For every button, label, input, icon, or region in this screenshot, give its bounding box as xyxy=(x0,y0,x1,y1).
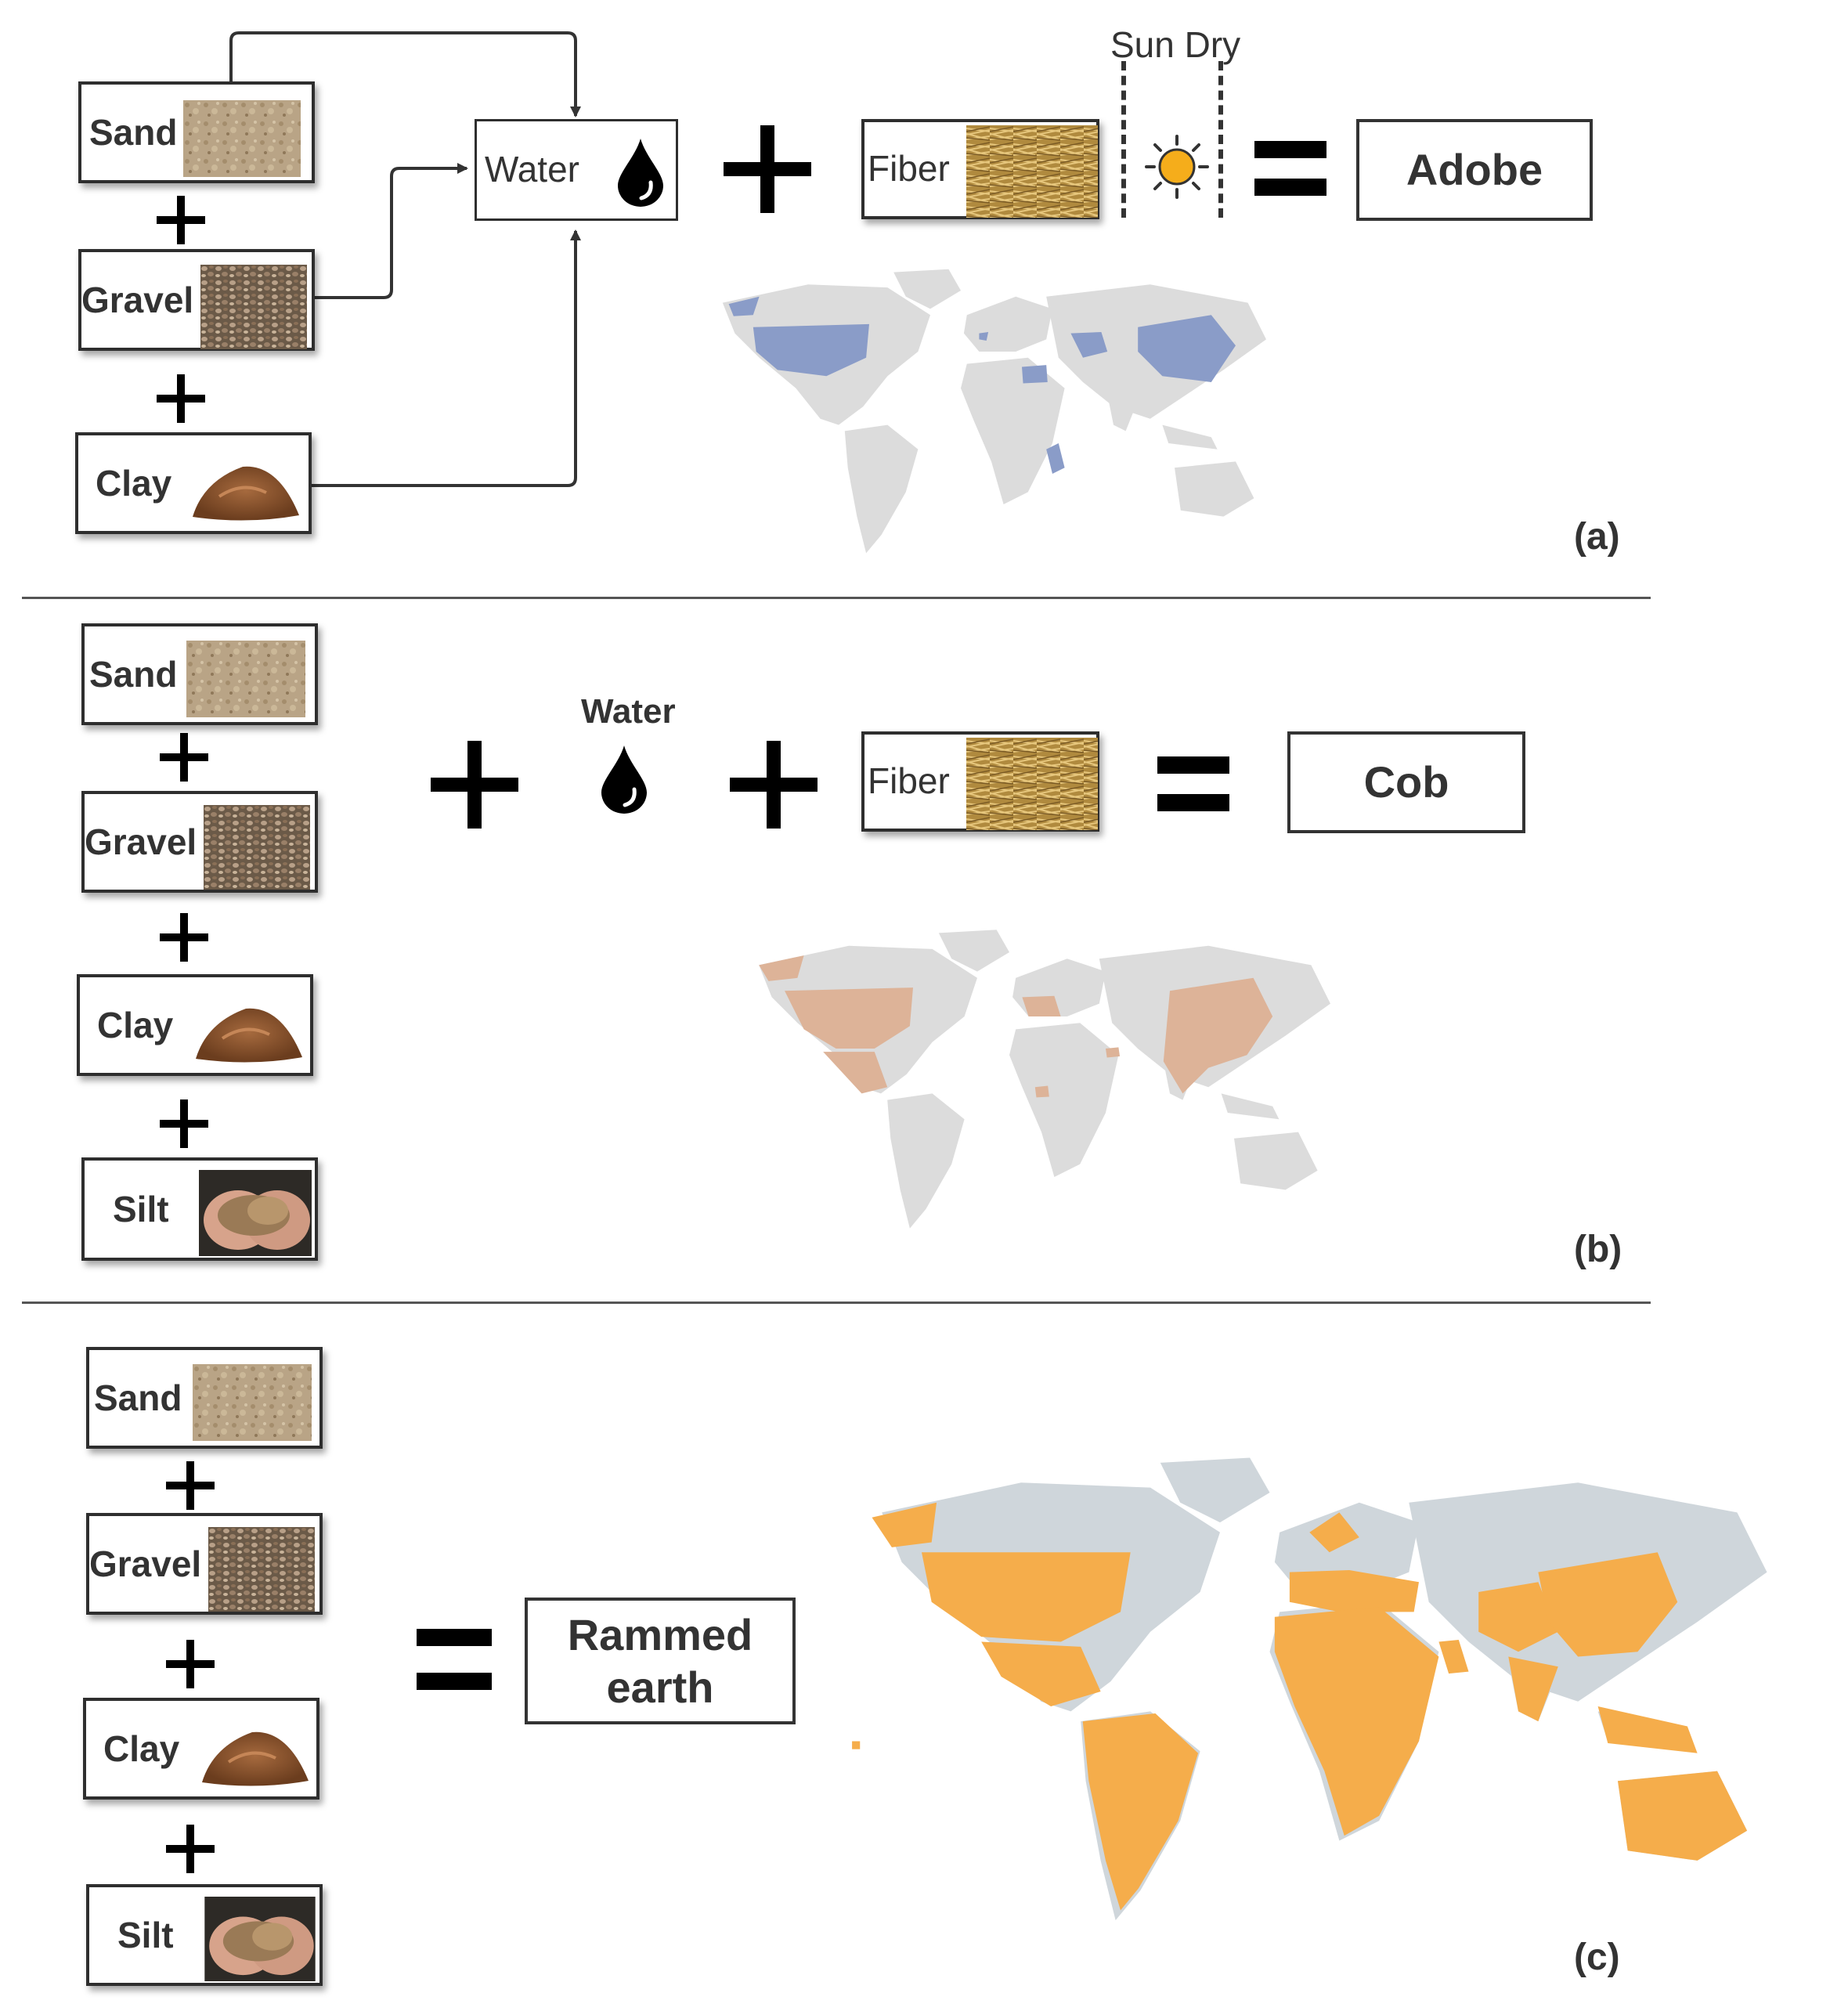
sun-icon xyxy=(1145,135,1209,199)
plus-icon xyxy=(160,913,208,962)
gravel-label: Gravel xyxy=(85,821,197,862)
sand-box-a: Sand xyxy=(78,81,315,183)
fiber-label: Fiber xyxy=(868,148,950,189)
panel-divider xyxy=(22,597,1651,599)
sun-dry-bracket-left xyxy=(1121,61,1126,218)
clay-pile xyxy=(188,449,305,525)
clay-pile xyxy=(191,991,309,1067)
water-drop-icon xyxy=(618,139,663,207)
plus-icon xyxy=(160,733,208,782)
world-map-c xyxy=(852,1441,1817,1942)
sand-label: Sand xyxy=(89,112,178,153)
sand-texture xyxy=(193,1364,312,1441)
sand-texture xyxy=(183,100,301,177)
clay-box-a: Clay xyxy=(75,432,312,534)
panel-divider xyxy=(22,1302,1651,1304)
equals-icon xyxy=(1254,141,1326,196)
fiber-box-b: Fiber xyxy=(861,731,1099,832)
result-rammed-line1: Rammed xyxy=(567,1609,753,1659)
plus-icon xyxy=(166,1825,215,1873)
gravel-label: Gravel xyxy=(81,280,194,320)
result-cob: Cob xyxy=(1287,731,1525,833)
clay-pile xyxy=(197,1715,315,1790)
world-map-b xyxy=(759,908,1363,1253)
panel-label-c: (c) xyxy=(1574,1937,1620,1978)
sun-dry-label: Sun Dry xyxy=(1110,24,1241,65)
panel-label-b: (b) xyxy=(1574,1229,1622,1270)
gravel-box-a: Gravel xyxy=(78,249,315,351)
water-box-a: Water xyxy=(475,119,678,221)
fiber-texture xyxy=(966,738,1098,830)
plus-icon xyxy=(166,1640,215,1688)
clay-label: Clay xyxy=(96,463,172,504)
fiber-box-a: Fiber xyxy=(861,119,1099,219)
clay-label: Clay xyxy=(103,1728,180,1769)
highlighted-countries-b xyxy=(759,955,1273,1098)
gravel-label: Gravel xyxy=(89,1543,202,1584)
silt-hands-image xyxy=(204,1897,316,1981)
silt-box-c: Silt xyxy=(86,1884,323,1986)
water-label: Water xyxy=(485,149,579,190)
sand-texture xyxy=(186,641,305,717)
silt-hands-image xyxy=(199,1170,312,1256)
world-map-a xyxy=(686,252,1297,573)
highlighted-countries-c xyxy=(852,1502,1748,1911)
fiber-texture xyxy=(966,125,1098,218)
gravel-texture xyxy=(204,805,310,890)
silt-box-b: Silt xyxy=(81,1157,318,1261)
equals-icon xyxy=(417,1629,492,1690)
gravel-texture xyxy=(200,265,307,349)
result-rammed-earth: Rammed earth xyxy=(525,1598,796,1724)
silt-label: Silt xyxy=(113,1189,169,1229)
water-drop-icon xyxy=(601,746,647,814)
result-rammed-line2: earth xyxy=(606,1663,714,1712)
gravel-box-c: Gravel xyxy=(86,1513,323,1615)
clay-label: Clay xyxy=(97,1005,174,1045)
plus-icon xyxy=(160,1099,208,1148)
plus-icon xyxy=(157,374,205,423)
gravel-texture xyxy=(208,1527,315,1612)
sand-box-c: Sand xyxy=(86,1347,323,1449)
sand-label: Sand xyxy=(89,654,178,695)
result-adobe: Adobe xyxy=(1356,119,1593,221)
plus-icon xyxy=(157,196,205,244)
flow-connectors-a xyxy=(229,31,581,487)
plus-icon xyxy=(431,741,518,829)
panel-label-a: (a) xyxy=(1574,516,1620,558)
sun-dry-bracket-right xyxy=(1218,61,1223,218)
plus-icon xyxy=(730,741,818,829)
sand-label: Sand xyxy=(94,1377,182,1418)
clay-box-c: Clay xyxy=(83,1698,319,1800)
sand-box-b: Sand xyxy=(81,623,318,725)
highlighted-countries-a xyxy=(728,296,1236,474)
plus-icon xyxy=(166,1461,215,1510)
silt-label: Silt xyxy=(117,1915,174,1955)
clay-box-b: Clay xyxy=(77,974,313,1076)
fiber-label: Fiber xyxy=(868,760,950,801)
gravel-box-b: Gravel xyxy=(81,791,318,893)
water-label-b: Water xyxy=(581,692,676,731)
plus-icon xyxy=(724,125,811,213)
equals-icon xyxy=(1157,756,1229,811)
